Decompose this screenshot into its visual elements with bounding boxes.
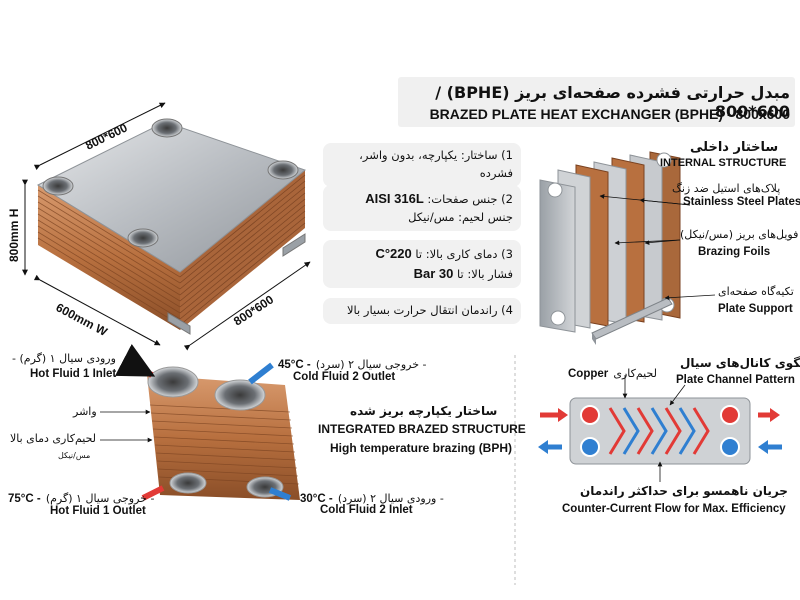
cold-inlet-temp: 30°C - <box>300 493 333 505</box>
plates-label-fa: پلاک‌های استیل ضد زنگ <box>672 182 781 195</box>
cold-outlet-label-fa: خروجی سیال ۲ (سرد) - <box>315 358 427 371</box>
hot-inlet-label-fa: ورودی سیال ۱ (گرم) - <box>12 352 116 365</box>
cold-outlet-label-en: Cold Fluid 2 Outlet <box>293 371 396 383</box>
integrated-structure-en: INTEGRATED BRAZED STRUCTURE <box>318 422 526 436</box>
fluid-arrows <box>114 343 292 501</box>
hot-outlet-label-en: Hot Fluid 1 Outlet <box>50 505 146 517</box>
copper-label-fa: لحیم‌کاری <box>613 367 657 380</box>
title-bar <box>398 77 795 127</box>
closeup-leaders <box>100 409 153 443</box>
gasket-label: واشر <box>73 405 97 418</box>
integrated-structure-fa: ساختار یکپارچه بریز شده <box>350 404 498 418</box>
dim-height-label: 800mm H <box>7 209 21 262</box>
cold-inlet-label-en: Cold Fluid 2 Inlet <box>320 504 413 516</box>
internal-title-fa: ساختار داخلی <box>690 140 779 155</box>
title-persian: مبدل حرارتی فشرده صفحه‌ای بریز (BPHE) / … <box>435 83 790 121</box>
channel-leaders <box>622 375 686 482</box>
spec-3-pressure: 30 Bar <box>413 266 454 282</box>
channel-flow-arrows <box>538 408 782 454</box>
foils-label-fa: فویل‌های بریز (مس/نیکل) <box>680 228 799 241</box>
internal-structure-illustration <box>539 151 681 345</box>
spec-1: 1) ساختار: یکپارچه، بدون واشر، فشرده <box>323 143 521 187</box>
flow-label-en: Counter-Current Flow for Max. Efficiency <box>562 503 786 515</box>
spec-4: 4) راندمان انتقال حرارت بسیار بالا <box>323 298 521 324</box>
dimension-lines <box>22 102 311 351</box>
spec-3-line1: 3) دمای کاری بالا: تا <box>415 247 513 261</box>
hot-outlet-label-row: 75°C - خروجی سیال ۱ (گرم) - <box>8 487 154 506</box>
brazing-label: لحیم‌کاری دمای بالا <box>10 432 97 445</box>
hot-outlet-label-fa: خروجی سیال ۱ (گرم) - <box>45 492 155 505</box>
support-label-fa: تکیه‌گاه صفحه‌ای <box>718 285 794 298</box>
pattern-label-fa: الگوی کانال‌های سیال <box>680 356 800 370</box>
cold-outlet-label-row: 45°C - خروجی سیال ۲ (سرد) - <box>278 353 427 372</box>
hot-outlet-temp: 75°C - <box>8 493 41 505</box>
brazing-sub-label: مس/نیکل <box>58 451 91 460</box>
spec-2: 2) جنس صفحات: AISI 316L جنس لحیم: مس/نیک… <box>323 185 521 231</box>
internal-title-en: INTERNAL STRUCTURE <box>660 157 787 169</box>
spec-4-text: 4) راندمان انتقال حرارت بسیار بالا <box>346 303 513 317</box>
integrated-structure-sub: High temperature brazing (BPH) <box>330 441 513 455</box>
internal-leaders <box>599 194 716 301</box>
spec-2-line1: 2) جنس صفحات: <box>427 192 513 206</box>
spec-2-material: AISI 316L <box>365 191 424 206</box>
port-closeup-illustration <box>147 366 300 500</box>
pattern-label-en: Plate Channel Pattern <box>676 374 795 386</box>
spec-2-line2: جنس لحیم: مس/نیکل <box>408 210 513 225</box>
plates-label-en: Stainless Steel Plates <box>683 196 800 208</box>
copper-label-en: Copper <box>568 368 609 380</box>
spec-3: 3) دمای کاری بالا: تا 220°C فشار بالا: ت… <box>323 240 521 289</box>
spec-3-temp: 220°C <box>375 246 412 261</box>
support-label-en: Plate Support <box>718 303 793 315</box>
foils-label-en: Brazing Foils <box>698 246 771 258</box>
spec-1-text: 1) ساختار: یکپارچه، بدون واشر، فشرده <box>359 148 513 180</box>
cold-inlet-label-fa: ورودی سیال ۲ (سرد) - <box>337 492 444 505</box>
cold-inlet-label-row: 30°C - ورودی سیال ۲ (سرد) - <box>300 487 444 506</box>
copper-label-row: Copper لحیم‌کاری <box>568 362 657 381</box>
hot-inlet-label-en: Hot Fluid 1 Inlet <box>30 368 117 380</box>
title-english: BRAZED PLATE HEAT EXCHANGER (BPHE) - 800… <box>429 106 790 122</box>
flow-label-fa: جریان ناهمسو برای حداکثر راندمان <box>580 484 788 498</box>
cold-outlet-temp: 45°C - <box>278 359 311 371</box>
dim-depth-label: 800*600 <box>231 292 276 328</box>
channel-pattern-illustration <box>569 397 751 465</box>
spec-3-line2: فشار بالا: تا <box>457 267 513 282</box>
dim-width-label: 600mm W <box>54 300 111 339</box>
